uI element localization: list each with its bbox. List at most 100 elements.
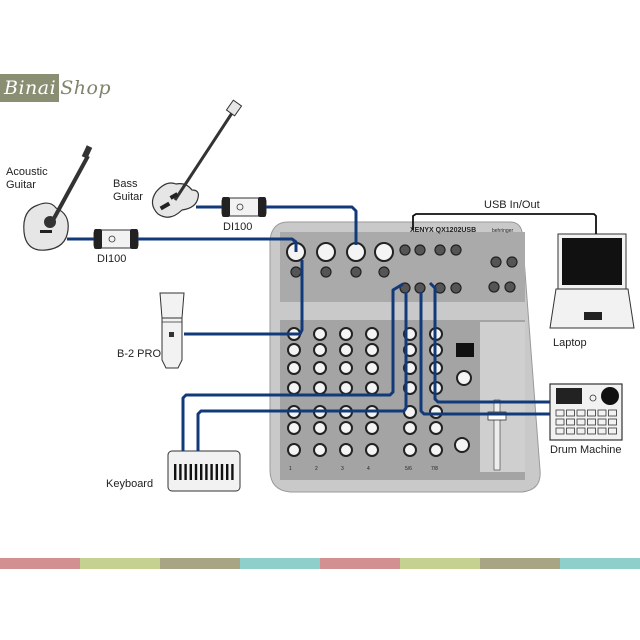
drum-pad (555, 427, 565, 435)
mixer-model: XENYX QX1202USB (410, 227, 476, 234)
knob-r6-c2 (339, 443, 353, 457)
knob-phones (454, 437, 470, 453)
knob-r3-c0 (287, 381, 301, 395)
laptop-icon (549, 233, 635, 329)
knob-r2-c1 (313, 361, 327, 375)
drum-pad (587, 409, 596, 417)
knob-r6-c0 (287, 443, 301, 457)
jack-5 (414, 244, 426, 256)
mixer-display (456, 343, 474, 357)
knob-r6-c3 (365, 443, 379, 457)
mixer-fader (487, 399, 507, 471)
knob-r0-c1 (313, 327, 327, 341)
jack-7 (450, 244, 462, 256)
knob-r1-c1 (313, 343, 327, 357)
knob-r3-c1 (313, 381, 327, 395)
drum-machine-icon (549, 383, 623, 441)
label-di100-bass: DI100 (223, 221, 253, 233)
drum-pad (587, 418, 596, 426)
drum-pad (597, 427, 607, 435)
brand-part2: Shop (60, 77, 112, 99)
cable-mic (184, 260, 304, 336)
jack-0 (290, 266, 302, 278)
strip-segment (320, 558, 400, 569)
jack-14 (488, 281, 500, 293)
cable-bass (196, 205, 358, 245)
drum-pad (576, 418, 586, 426)
decorative-color-strip (0, 558, 640, 569)
microphone-icon (159, 292, 185, 369)
label-acoustic-guitar: Acoustic Guitar (6, 166, 48, 192)
channel-label: 4 (367, 466, 370, 472)
knob-fx (456, 370, 472, 386)
drum-pad (587, 427, 596, 435)
acoustic-guitar-icon (23, 145, 93, 251)
keyboard-key (226, 464, 229, 480)
cable-drum-r (419, 292, 550, 416)
jack-4 (399, 244, 411, 256)
drum-pad (555, 409, 565, 417)
knob-r5-c2 (339, 421, 353, 435)
jack-3 (378, 266, 390, 278)
drum-pad (608, 427, 617, 435)
di100-acoustic-icon (93, 229, 139, 249)
keyboard-key (200, 464, 203, 480)
jack-15 (504, 281, 516, 293)
strip-segment (160, 558, 240, 569)
knob-r5-c0 (287, 421, 301, 435)
knob-r6-c1 (313, 443, 327, 457)
knob-r1-c3 (365, 343, 379, 357)
knob-r5-c1 (313, 421, 327, 435)
xlr-input-4 (374, 242, 394, 262)
knob-r5-c5 (429, 421, 443, 435)
keyboard-key (231, 464, 234, 480)
drum-pad (576, 427, 586, 435)
strip-segment (560, 558, 640, 569)
channel-label: 5/6 (405, 466, 412, 472)
cable-acoustic (67, 237, 298, 252)
label-laptop: Laptop (553, 337, 587, 349)
label-keyboard: Keyboard (106, 478, 154, 490)
knob-r3-c2 (339, 381, 353, 395)
drum-pad (566, 409, 575, 417)
knob-r5-c4 (403, 421, 417, 435)
channel-label: 7/8 (431, 466, 438, 472)
brand-part1: Binai (0, 74, 60, 102)
channel-label: 3 (341, 466, 344, 472)
strip-segment (480, 558, 560, 569)
knob-r6-c5 (429, 443, 443, 457)
knob-r1-c2 (339, 343, 353, 357)
label-bass-guitar: Bass Guitar (113, 178, 143, 203)
keyboard-key (220, 464, 224, 480)
strip-segment (80, 558, 160, 569)
drum-pad (597, 418, 607, 426)
knob-r1-c0 (287, 343, 301, 357)
strip-segment (0, 558, 80, 569)
jack-6 (434, 244, 446, 256)
keyboard-icon (167, 450, 241, 492)
knob-r2-c2 (339, 361, 353, 375)
channel-label: 2 (315, 466, 318, 472)
keyboard-key (215, 464, 218, 480)
keyboard-key (189, 464, 192, 480)
keyboard-key (184, 464, 187, 480)
knob-r4-c5 (429, 405, 443, 419)
cable-drum-l (428, 281, 550, 404)
keyboard-key (174, 464, 177, 480)
knob-r5-c3 (365, 421, 379, 435)
knob-r0-c3 (365, 327, 379, 341)
cable-usb (412, 213, 597, 234)
jack-1 (320, 266, 332, 278)
knob-r6-c4 (403, 443, 417, 457)
mixer-master-section (480, 322, 525, 472)
xlr-input-2 (316, 242, 336, 262)
keyboard-key (210, 464, 213, 480)
drum-pad (566, 427, 575, 435)
jack-11 (450, 282, 462, 294)
label-mic: B-2 PRO (117, 348, 162, 360)
knob-r2-c3 (365, 361, 379, 375)
di100-bass-icon (221, 197, 267, 217)
keyboard-key (205, 464, 208, 480)
